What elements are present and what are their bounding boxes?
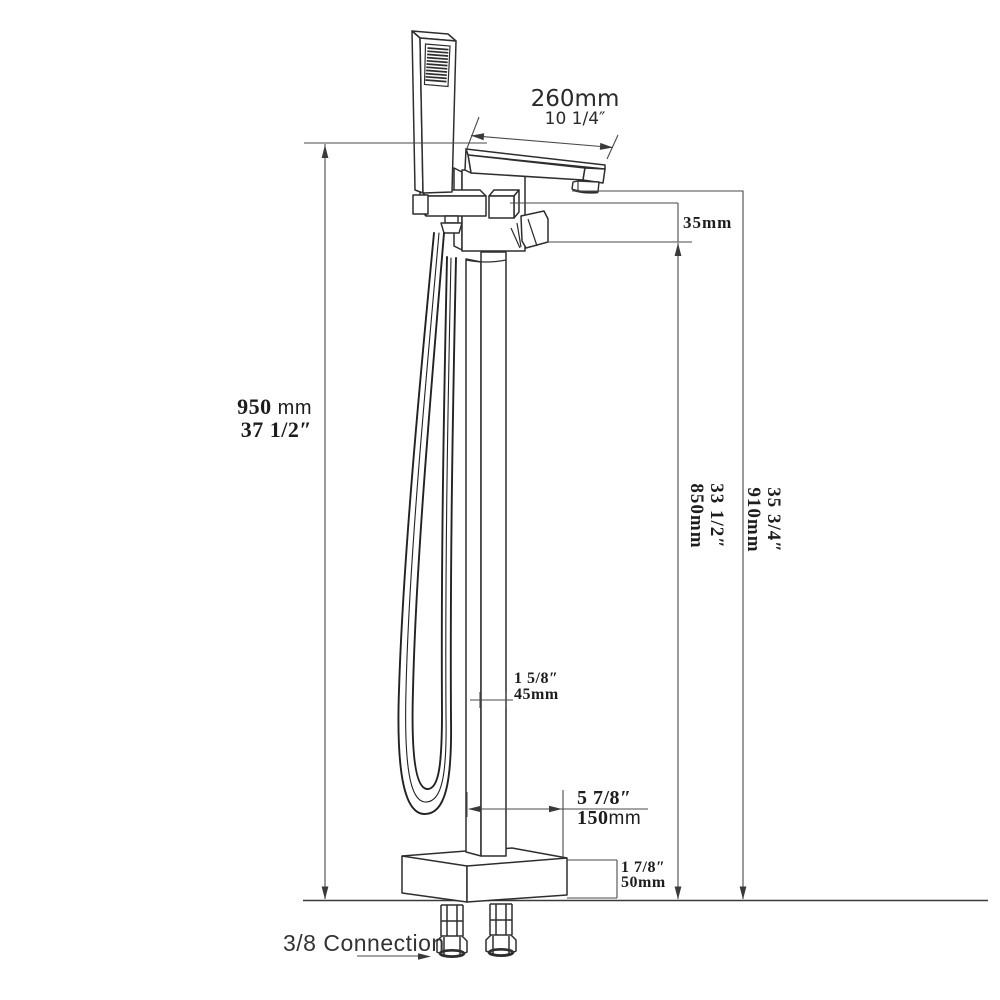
base-offset-metric-unit: mm [608, 808, 642, 829]
overall-height-metric-unit: mm [277, 397, 312, 419]
floor-to-spout-imperial: 35 3/4″ [763, 487, 784, 553]
dim-column-width-label: 1 5/8″ 45mm [514, 671, 559, 703]
dimension-arrowheads [321, 133, 747, 960]
base-height-imperial: 1 7/8″ [621, 859, 666, 876]
column-width-metric: 45mm [514, 686, 559, 703]
floor-to-handle-imperial: 33 1/2″ [706, 483, 727, 549]
dim-column-width-lines [470, 692, 513, 708]
spout-reach-imperial: 10 1/4″ [544, 109, 606, 129]
column-width-imperial: 1 5/8″ [514, 670, 559, 687]
spout-reach-metric: 260mm [530, 86, 620, 112]
dim-floor-to-handle-label: 33 1/2″ 850mm [686, 461, 727, 571]
dim-spout-offset-label: 35mm [683, 213, 733, 232]
handle-lever [510, 210, 549, 249]
spout [464, 148, 606, 184]
supply-connector-right [485, 903, 517, 957]
floor-to-handle-metric: 850mm [686, 483, 707, 549]
dim-spout-reach-label: 260mm 10 1/4″ [505, 88, 645, 128]
floor-to-spout-metric: 910mm [743, 487, 764, 553]
base-offset-imperial: 5 7/8″ [577, 787, 632, 809]
dim-overall-height-lines [304, 142, 487, 899]
spray-face [423, 43, 451, 88]
shower-hose [397, 232, 457, 815]
dim-floor-to-spout-label: 35 3/4″ 910mm [743, 465, 784, 575]
overall-height-imperial: 37 1/2″ [240, 417, 312, 442]
dim-offset-and-handle-lines [510, 202, 692, 899]
supply-connector-left [436, 904, 468, 958]
base-offset-metric-value: 150 [577, 807, 609, 829]
dim-base-offset-label: 5 7/8″ 150mm [577, 788, 641, 829]
dim-overall-height-label: 950 mm 37 1/2″ [237, 394, 312, 442]
base-height-metric: 50mm [621, 874, 666, 891]
hand-shower-holder [419, 189, 487, 217]
riser-column [465, 251, 507, 857]
dim-base-height-lines [567, 859, 618, 899]
base-plate [401, 847, 568, 903]
diverter-knob [488, 189, 520, 219]
dim-floor-to-spout-lines [572, 190, 744, 899]
dim-spout-reach-lines [465, 116, 619, 160]
dim-base-height-label: 1 7/8″ 50mm [621, 859, 666, 891]
overall-height-metric-value: 950 [237, 394, 272, 419]
connection-label: 3/8 Connection [283, 930, 445, 956]
hose-connector-nut [440, 215, 463, 234]
